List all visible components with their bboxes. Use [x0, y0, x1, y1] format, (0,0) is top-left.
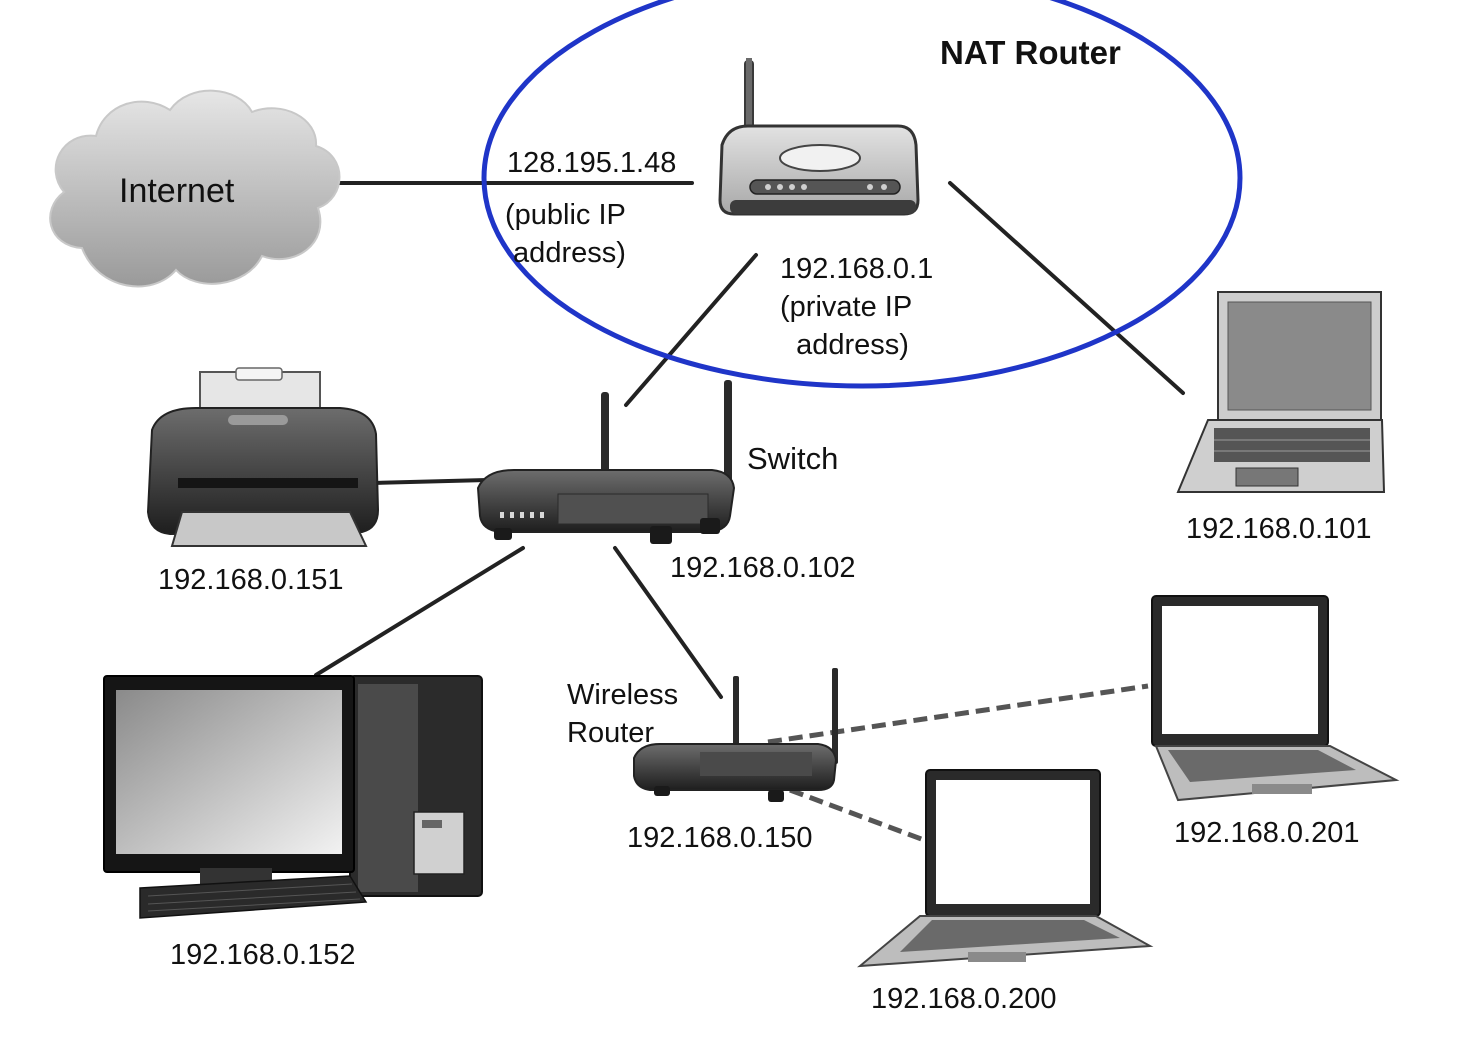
laptop-wifi-2-ip: 192.168.0.200: [871, 983, 1057, 1015]
cloud-icon: [49, 89, 341, 288]
switch-ip: 192.168.0.102: [670, 552, 856, 584]
link-switch-wireless: [613, 546, 723, 699]
wireless-router-ip: 192.168.0.150: [627, 822, 813, 854]
wifi-link-200: [789, 787, 925, 843]
private-ip-label: 192.168.0.1: [780, 253, 934, 285]
router-icon: [718, 58, 920, 216]
link-switch-desktop: [314, 546, 525, 677]
desktop-ip: 192.168.0.152: [170, 939, 356, 971]
printer-ip: 192.168.0.151: [158, 564, 344, 596]
desktop-computer-icon: [103, 675, 483, 919]
wifi-link-201: [767, 683, 1149, 745]
wireless-router-icon: [633, 668, 838, 802]
nat-boundary: [481, 0, 1243, 389]
laptop-icon: [1151, 595, 1400, 802]
laptop-icon: [856, 769, 1154, 968]
laptop-wifi-1-ip: 192.168.0.201: [1174, 817, 1360, 849]
private-ip-note: (private IP address): [780, 291, 913, 361]
printer-icon: [146, 367, 380, 547]
wired-links: [314, 181, 1185, 699]
switch-icon: [476, 380, 736, 544]
nat-router-title: NAT Router: [940, 34, 1121, 71]
switch-label: Switch: [747, 441, 839, 476]
link-printer-switch: [371, 478, 489, 485]
laptop-icon: [1176, 291, 1386, 493]
laptop-wired-ip: 192.168.0.101: [1186, 513, 1372, 545]
wireless-links: [767, 683, 1149, 843]
wireless-router-label: Wireless Router: [567, 679, 679, 749]
internet-label: Internet: [119, 172, 235, 210]
link-nat-switch: [624, 253, 758, 407]
link-nat-laptop: [948, 181, 1185, 395]
public-ip-label: 128.195.1.48: [507, 147, 677, 179]
public-ip-note: (public IP address): [505, 199, 626, 269]
